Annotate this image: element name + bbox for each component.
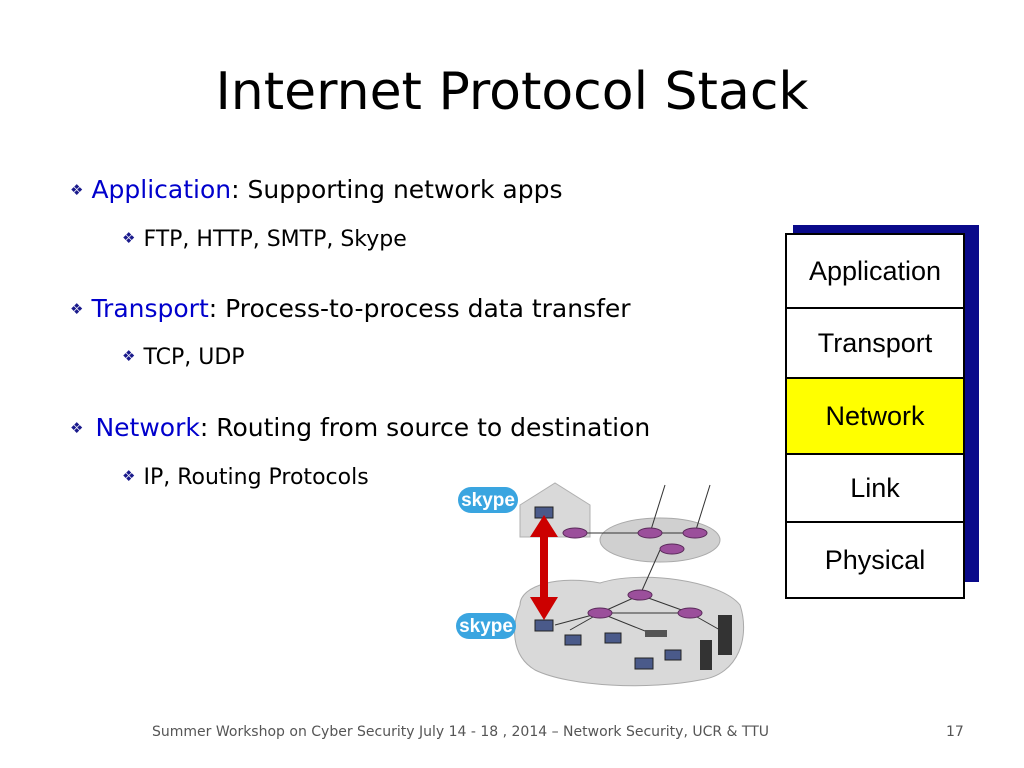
bullet-network: ❖ Network: Routing from source to destina… [70, 413, 650, 442]
layer-network: Network [785, 377, 965, 455]
sub-bullet-transport: ❖ TCP, UDP [122, 345, 245, 370]
sub-bullet-text: TCP, UDP [143, 345, 245, 370]
diamond-bullet-icon: ❖ [122, 347, 136, 365]
bullet-keyword: Application [91, 175, 232, 204]
skype-logo-bottom: skype [456, 613, 516, 639]
sub-bullet-text: FTP, HTTP, SMTP, Skype [143, 227, 407, 252]
layer-transport: Transport [785, 307, 965, 379]
isp-cloud-icon [599, 517, 721, 563]
bullet-keyword: Transport [91, 294, 209, 323]
bullet-text: : Supporting network apps [231, 175, 563, 204]
bullet-text: : Routing from source to destination [199, 413, 651, 442]
diamond-bullet-icon: ❖ [70, 181, 84, 199]
diamond-bullet-icon: ❖ [70, 300, 84, 318]
layer-application: Application [785, 233, 965, 309]
sub-bullet-text: IP, Routing Protocols [143, 465, 369, 490]
sub-bullet-network: ❖ IP, Routing Protocols [122, 465, 369, 490]
access-point-icon [645, 630, 667, 637]
server-icon [718, 615, 732, 655]
layer-physical: Physical [785, 521, 965, 599]
slide-footer: Summer Workshop on Cyber Security July 1… [152, 724, 770, 740]
skype-logo-top: skype [458, 487, 518, 513]
bullet-text: : Process-to-process data transfer [208, 294, 631, 323]
bullet-transport: ❖ Transport: Process-to-process data tran… [70, 294, 631, 323]
diamond-bullet-icon: ❖ [122, 229, 136, 247]
server-icon-2 [700, 640, 712, 670]
network-illustration: skype skype [456, 482, 745, 687]
enterprise-cloud-icon [514, 576, 745, 687]
svg-text:skype: skype [459, 616, 513, 637]
home-network-icon [519, 482, 591, 538]
bullet-keyword: Network [95, 413, 200, 442]
diamond-bullet-icon: ❖ [122, 467, 136, 485]
svg-text:skype: skype [461, 490, 515, 511]
page-number: 17 [946, 724, 964, 740]
bullet-application: ❖ Application: Supporting network apps [70, 175, 563, 204]
sub-bullet-application: ❖ FTP, HTTP, SMTP, Skype [122, 227, 407, 252]
communication-arrow [530, 515, 558, 620]
router-icons [562, 527, 708, 619]
diamond-bullet-icon: ❖ [70, 419, 84, 437]
slide-title: Internet Protocol Stack [215, 62, 809, 122]
layer-link: Link [785, 453, 965, 523]
laptop-icons [534, 506, 682, 670]
